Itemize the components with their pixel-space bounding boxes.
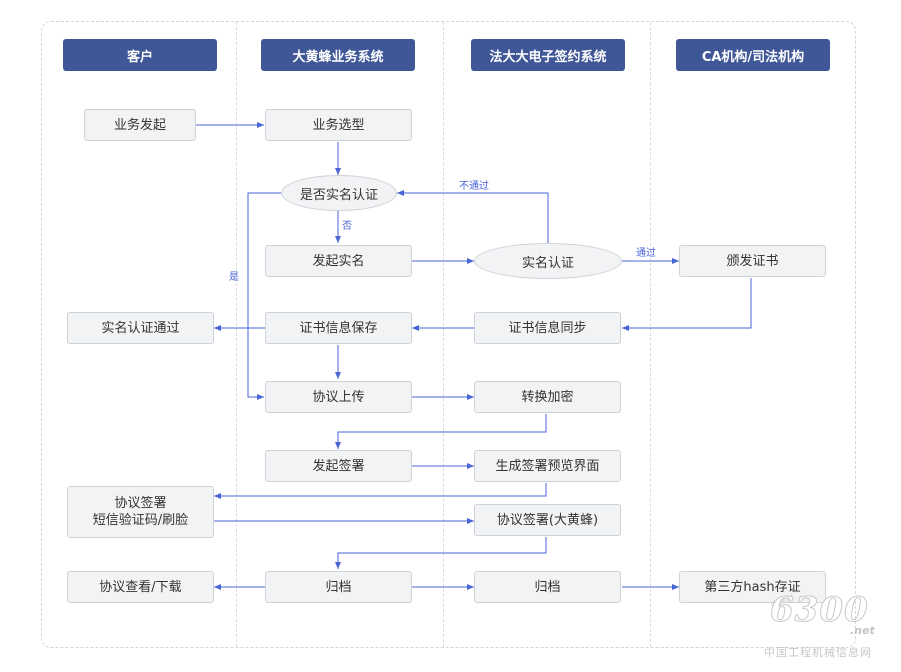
lane-separator [650, 22, 651, 647]
watermark-suffix: .net [850, 624, 875, 637]
edge-label-no: 否 [342, 221, 352, 232]
node-client-sign: 协议签署 短信验证码/刷脸 [67, 486, 214, 538]
lane-separator [236, 22, 237, 647]
node-archive-fadada: 归档 [474, 571, 621, 603]
node-convert-encrypt: 转换加密 [474, 381, 621, 413]
lane-header-ca-judicial: CA机构/司法机构 [676, 39, 830, 71]
lane-header-fadada-system: 法大大电子签约系统 [471, 39, 625, 71]
node-business-select: 业务选型 [265, 109, 412, 141]
node-verification-passed: 实名认证通过 [67, 312, 214, 344]
lane-header-customer: 客户 [63, 39, 217, 71]
node-hash-evidence: 第三方hash存证 [679, 571, 826, 603]
node-start-signing: 发起签署 [265, 450, 412, 482]
edge-verify-failed [397, 190, 549, 243]
node-issue-certificate: 颁发证书 [679, 245, 826, 277]
node-decision-verified: 是否实名认证 [281, 175, 397, 211]
edge-issue-to-sync [622, 278, 752, 331]
node-start-verification: 发起实名 [265, 245, 412, 277]
watermark-number: 6300 [770, 590, 869, 631]
node-generate-preview: 生成签署预览界面 [474, 450, 621, 482]
watermark-logo: WWW. 6300 .net 中国工程机械信息网 [762, 590, 890, 665]
edge-preview-to-client-sign [214, 483, 547, 499]
node-archive-hornet: 归档 [265, 571, 412, 603]
edge-label-passed: 通过 [636, 248, 656, 259]
watermark-tagline: 中国工程机械信息网 [764, 646, 872, 659]
node-client-sign-line2: 短信验证码/刷脸 [92, 513, 189, 528]
diagram-frame [41, 21, 856, 648]
node-business-start: 业务发起 [84, 109, 196, 141]
node-agreement-upload: 协议上传 [265, 381, 412, 413]
node-cert-save: 证书信息保存 [265, 312, 412, 344]
edge-label-yes: 是 [229, 272, 239, 283]
edge-label-not-passed: 不通过 [459, 181, 489, 192]
lane-separator [443, 22, 444, 647]
node-cert-sync: 证书信息同步 [474, 312, 621, 344]
node-real-name-verification: 实名认证 [474, 243, 622, 279]
node-sign-hornet: 协议签署(大黄蜂) [474, 504, 621, 536]
node-client-sign-line1: 协议签署 [114, 496, 167, 511]
edge-hornet-to-archive [335, 537, 547, 569]
edge-convert-to-start-sign [335, 414, 547, 449]
edge-decision-yes [247, 192, 283, 400]
node-view-download: 协议查看/下载 [67, 571, 214, 603]
lane-header-hornet-system: 大黄蜂业务系统 [261, 39, 415, 71]
